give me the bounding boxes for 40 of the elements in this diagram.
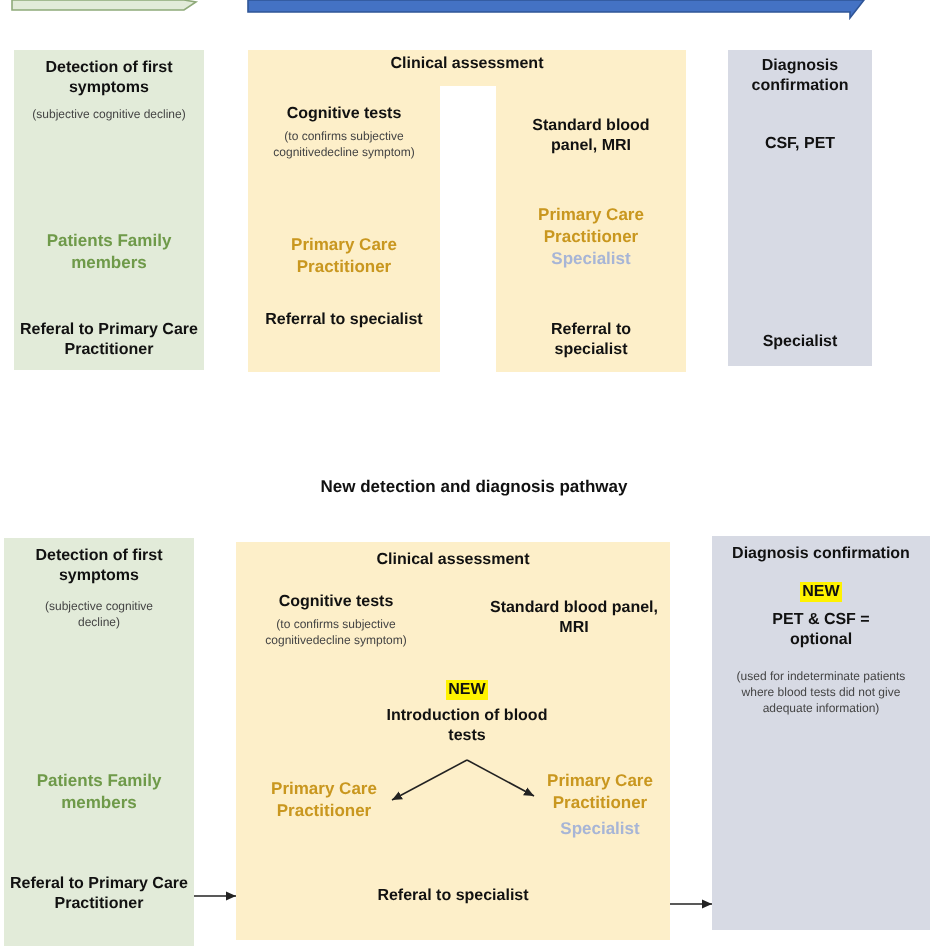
step-text: Referal to Primary Care Practitioner [8,874,190,914]
arrow [669,899,713,909]
actor-text: Specialist [560,818,640,841]
step-text: PET & CSF = optional [770,610,872,650]
heading: Detection of first symptoms [43,58,175,98]
step-text: Cognitive tests [278,592,394,612]
stage-panel [236,542,670,940]
section-heading: New detection and diagnosis pathway [320,476,628,496]
heading: Diagnosis confirmation [732,544,910,564]
step-text: CSF, PET [764,134,836,154]
step-text: Referral to specialist [548,320,633,360]
heading: Clinical assessment [390,54,544,74]
step-text: Standard blood panel, MRI [530,116,652,156]
heading: Diagnosis confirmation [749,56,851,96]
step-text: Standard blood panel, MRI [487,598,660,638]
actor-text: Specialist [762,332,838,352]
stage-panel [4,538,194,946]
stage-panel [248,50,686,372]
actor-text: Specialist [551,248,631,271]
actor-text: Patients Family members [44,230,174,276]
heading: Detection of first symptoms [33,546,165,586]
stage-panel [712,536,930,930]
new-highlight: NEW [446,680,488,700]
actor-text: Primary Care Practitioner [289,234,399,280]
arrow [193,891,237,901]
heading: Clinical assessment [376,550,530,570]
stage-panel [14,50,204,370]
actor-text: Primary Care Practitioner [536,204,646,250]
arrow [391,759,468,801]
step-text: Referral to specialist [265,310,423,330]
new-highlight: NEW [800,582,842,602]
actor-text: Primary Care Practitioner [269,778,379,824]
step-text: Cognitive tests [286,104,402,124]
step-text: Introduction of blood tests [384,706,550,746]
step-text: Referal to Primary Care Practitioner [18,320,200,360]
stage-panel [728,50,872,366]
arrow [466,759,535,797]
step-text: Referal to specialist [377,886,529,906]
actor-text: Patients Family members [34,770,164,816]
actor-text: Primary Care Practitioner [545,770,655,816]
